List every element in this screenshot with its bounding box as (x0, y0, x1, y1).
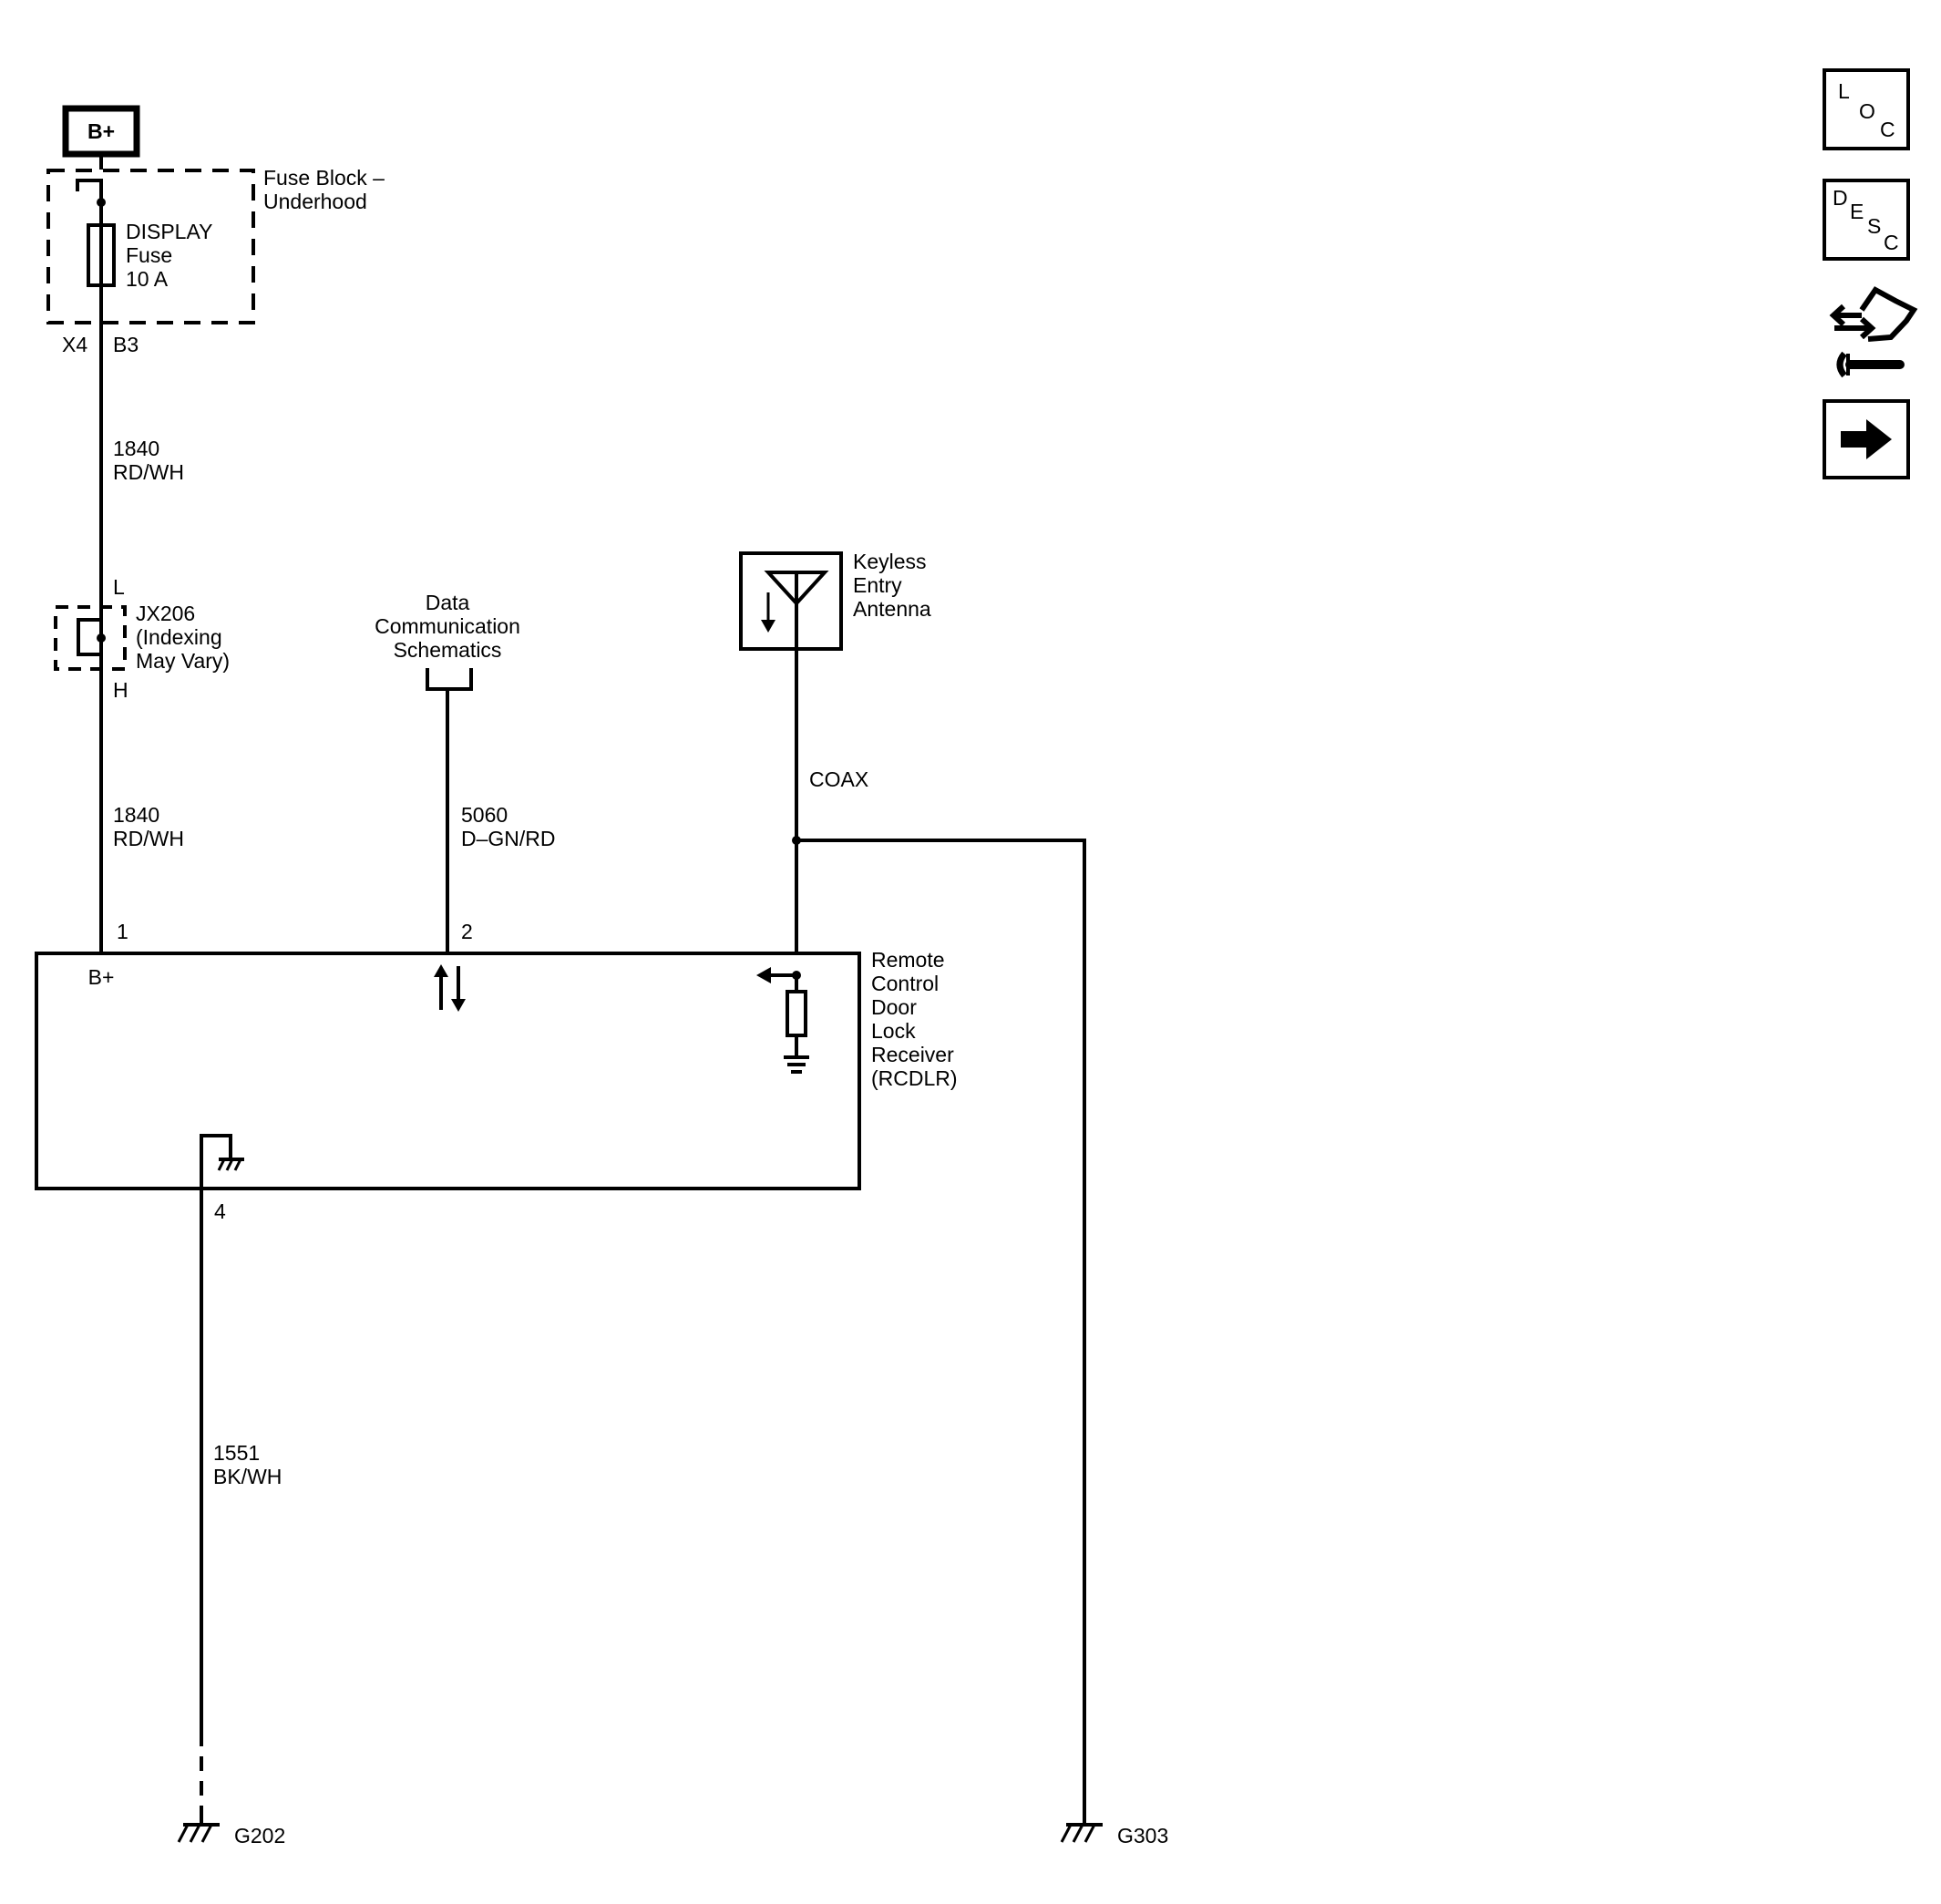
module-name-line6: (RCDLR) (871, 1066, 958, 1090)
antenna-line1: Keyless (853, 550, 927, 573)
wire-coax-shield (796, 839, 1086, 1825)
desc-letter-s: S (1867, 214, 1881, 238)
fuse-block: DISPLAY Fuse 10 A Fuse Block – Underhood… (46, 166, 385, 356)
chassis-ground-icon (200, 1134, 244, 1189)
module-pin-4: 4 (214, 1199, 226, 1223)
fuse-name: DISPLAY (126, 220, 212, 243)
power-label: B+ (87, 119, 115, 143)
jx206-note-1: (Indexing (136, 625, 222, 649)
module-name-line2: Control (871, 972, 939, 995)
fuse-type: Fuse (126, 243, 172, 267)
fuse-block-location: Underhood (263, 190, 367, 213)
fuse-rating: 10 A (126, 267, 169, 291)
wire-5060-color: D–GN/RD (461, 827, 556, 850)
module-name-line3: Door (871, 995, 917, 1019)
jx206-note-2: May Vary) (136, 649, 230, 673)
data-comm-line2: Communication (375, 614, 520, 638)
module-bplus-label: B+ (88, 965, 115, 989)
data-communication-reference: Data Communication Schematics (375, 591, 520, 691)
keyless-entry-antenna: Keyless Entry Antenna (739, 550, 931, 651)
ground-g202: G202 (177, 1819, 285, 1847)
jx206-name: JX206 (136, 602, 195, 625)
antenna-line3: Antenna (853, 597, 931, 621)
fuse-block-terminal: B3 (113, 333, 139, 356)
module-pin-2: 2 (461, 920, 473, 943)
loc-letter-c: C (1880, 118, 1895, 141)
power-source: B+ (62, 105, 140, 158)
desc-letter-d: D (1833, 186, 1848, 210)
next-page-button[interactable] (1823, 399, 1910, 479)
wire-1551-color: BK/WH (213, 1465, 282, 1488)
input-arrow-icon (756, 967, 771, 983)
wire-1840-bottom-circuit: 1840 (113, 803, 159, 827)
module-name-line4: Lock (871, 1019, 916, 1043)
ground-g303-label: G303 (1117, 1824, 1168, 1847)
module-pin-1: 1 (117, 920, 128, 943)
wire-1840-top-color: RD/WH (113, 460, 184, 484)
connector-repair-button[interactable] (1829, 286, 1918, 378)
bidirectional-arrows-icon (434, 964, 466, 1012)
module-name-line5: Receiver (871, 1043, 954, 1066)
data-comm-line3: Schematics (394, 638, 502, 662)
inline-connector-jx206: L JX206 (Indexing May Vary) H (54, 575, 230, 702)
wire-1840-bottom-color: RD/WH (113, 827, 184, 850)
jx206-pin-h: H (113, 678, 128, 702)
desc-letter-c: C (1884, 231, 1899, 254)
data-comm-line1: Data (426, 591, 470, 614)
fuse-block-connector-symbol (76, 179, 103, 202)
wire-1840-top-circuit: 1840 (113, 437, 159, 460)
location-button[interactable]: L O C (1823, 68, 1910, 150)
ground-g202-label: G202 (234, 1824, 285, 1847)
wire-1551-circuit: 1551 (213, 1441, 260, 1465)
wire-coax-label: COAX (809, 767, 868, 791)
resistor-symbol (786, 990, 807, 1037)
loc-letter-l: L (1838, 79, 1850, 103)
module-name-line1: Remote (871, 948, 945, 972)
rcdlr-module: 1 2 B+ Remote (35, 920, 958, 1223)
jx206-pin-l: L (113, 575, 125, 599)
antenna-line2: Entry (853, 573, 902, 597)
antenna-input-circuit (756, 967, 809, 1074)
loc-letter-o: O (1859, 99, 1875, 123)
description-button[interactable]: D E S C (1823, 179, 1910, 261)
desc-letter-e: E (1850, 200, 1864, 223)
arrow-right-icon (1841, 419, 1892, 459)
connector-repair-icon (1829, 286, 1918, 378)
wire-5060-circuit: 5060 (461, 803, 508, 827)
ground-g303: G303 (1060, 1823, 1168, 1847)
fuse-block-connector: X4 (62, 333, 87, 356)
fuse-block-title: Fuse Block – (263, 166, 385, 190)
